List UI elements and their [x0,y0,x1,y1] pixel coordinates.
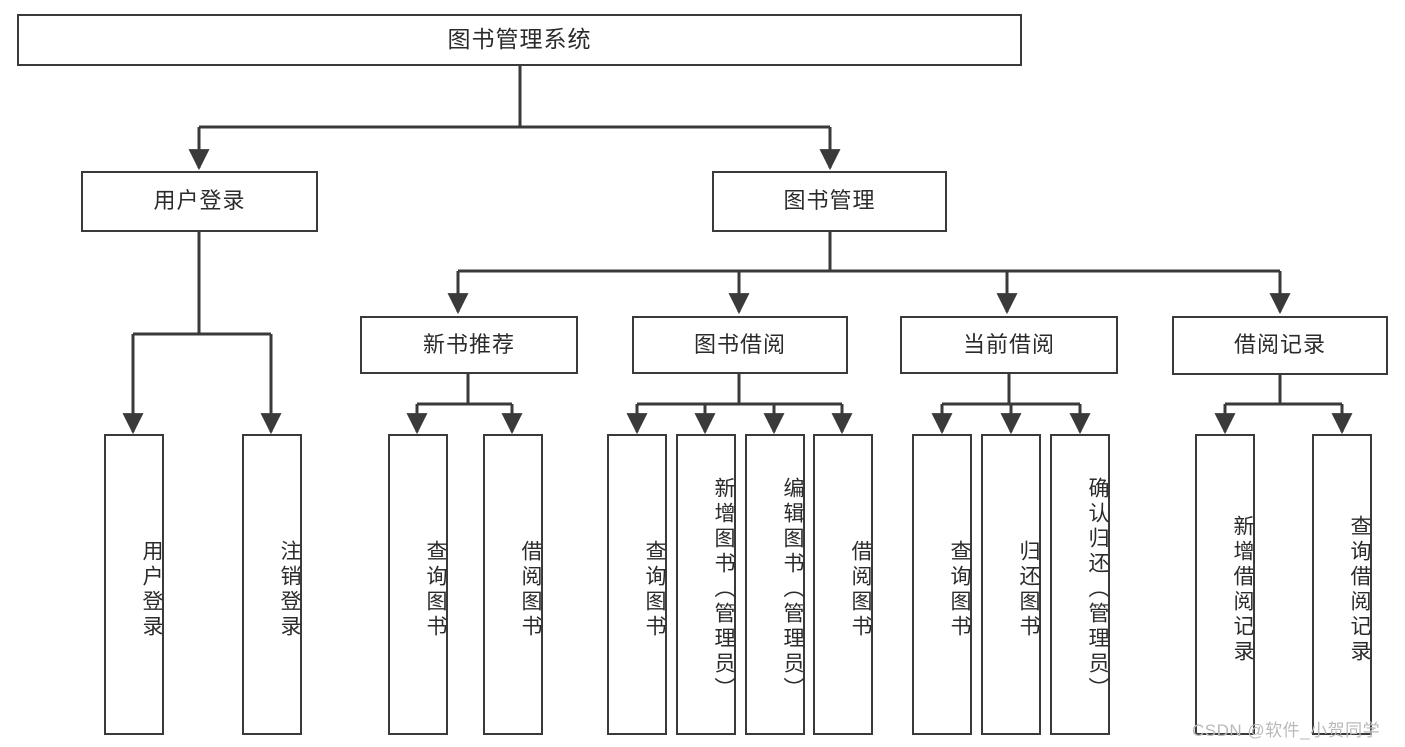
node-label: 借阅图书 [519,539,542,640]
node-label: 用户登录 [140,539,163,640]
node-label: 查询图书 [643,539,666,640]
node-leaf-logout-login[interactable]: 注销登录 [242,434,302,735]
node-label: 新书推荐 [422,331,515,357]
node-user-login[interactable]: 用户登录 [81,171,318,232]
node-leaf-edit-book[interactable]: 编辑图书（管理员） [745,434,805,735]
node-label: 查询借阅记录 [1348,514,1371,665]
node-leaf-add-borrow-record[interactable]: 新增借阅记录 [1195,434,1255,735]
node-leaf-return-book[interactable]: 归还图书 [981,434,1041,735]
node-leaf-add-book[interactable]: 新增图书（管理员） [676,434,736,735]
node-label: 确认归还（管理员） [1086,477,1109,702]
node-label: 查询图书 [424,539,447,640]
node-label: 用户登录 [153,188,246,214]
node-book-management[interactable]: 图书管理 [712,171,947,232]
node-book-borrow[interactable]: 图书借阅 [632,316,848,374]
node-current-borrow[interactable]: 当前借阅 [900,316,1118,374]
node-label: 归还图书 [1017,539,1040,640]
node-label: 图书管理 [783,188,876,214]
node-label: 图书管理系统 [447,26,592,53]
node-leaf-query-book-recommend[interactable]: 查询图书 [388,434,448,735]
node-leaf-borrow-book-recommend[interactable]: 借阅图书 [483,434,543,735]
node-borrow-record[interactable]: 借阅记录 [1172,316,1388,375]
node-new-book-recommend[interactable]: 新书推荐 [360,316,578,374]
node-label: 新增图书（管理员） [712,477,735,702]
node-label: 借阅记录 [1233,332,1326,358]
node-leaf-borrow-book[interactable]: 借阅图书 [813,434,873,735]
node-label: 新增借阅记录 [1231,514,1254,665]
node-root-system[interactable]: 图书管理系统 [17,14,1022,66]
node-label: 编辑图书（管理员） [781,477,804,702]
node-label: 查询图书 [948,539,971,640]
node-leaf-query-book-borrow[interactable]: 查询图书 [607,434,667,735]
node-label: 当前借阅 [962,331,1055,357]
node-leaf-query-borrow-record[interactable]: 查询借阅记录 [1312,434,1372,735]
node-leaf-query-book-current[interactable]: 查询图书 [912,434,972,735]
node-leaf-user-login[interactable]: 用户登录 [104,434,164,735]
node-label: 借阅图书 [849,539,872,640]
node-label: 图书借阅 [693,331,786,357]
node-label: 注销登录 [278,539,301,640]
node-leaf-confirm-return[interactable]: 确认归还（管理员） [1050,434,1110,735]
